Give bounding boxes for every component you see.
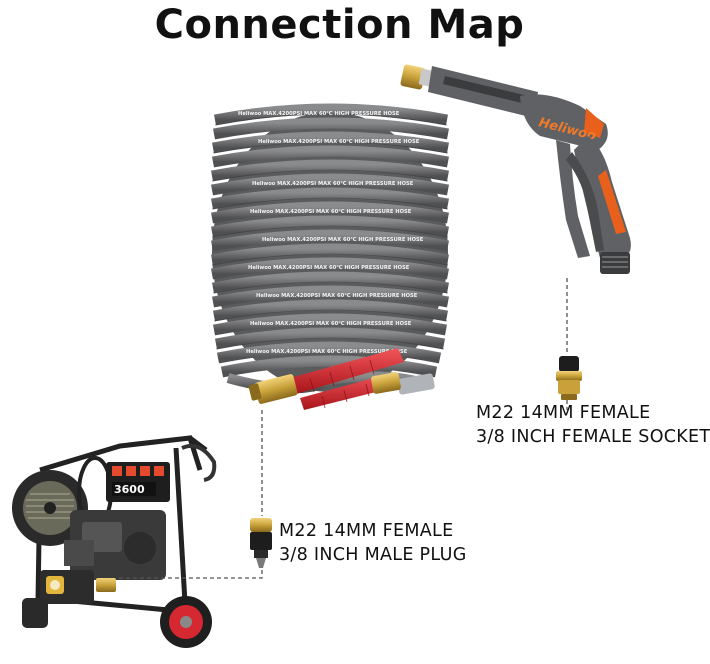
plug-connector-line1: M22 14MM FEMALE xyxy=(279,521,454,541)
red-sleeve xyxy=(290,348,404,394)
plug-to-machine-line xyxy=(118,570,263,579)
socket-connector-line1: M22 14MM FEMALE xyxy=(476,403,651,423)
gun-inlet-fitting xyxy=(600,252,630,274)
female-socket-connector xyxy=(556,356,582,400)
spray-gun: Heliwoo xyxy=(400,64,631,274)
machine-outlet-fitting xyxy=(96,578,116,592)
hose-coil: Heliwoo MAX.4200PSI MAX 60°C HIGH PRESSU… xyxy=(210,103,450,394)
svg-text:Heliwoo MAX.4200PSI MAX 60°C H: Heliwoo MAX.4200PSI MAX 60°C HIGH PRESSU… xyxy=(246,349,408,355)
male-plug-connector xyxy=(250,518,272,568)
machine-display-label: 3600 xyxy=(114,483,145,496)
quick-connect-fitting xyxy=(397,373,435,395)
svg-text:Heliwoo MAX.4200PSI MAX 60°C H: Heliwoo MAX.4200PSI MAX 60°C HIGH PRESSU… xyxy=(248,265,410,271)
svg-text:Heliwoo MAX.4200PSI MAX 60°C H: Heliwoo MAX.4200PSI MAX 60°C HIGH PRESSU… xyxy=(250,321,412,327)
page-title: Connection Map xyxy=(154,2,525,48)
hose-print-text: Heliwoo MAX.4200PSI MAX 60°C HIGH PRESSU… xyxy=(238,111,424,355)
svg-text:Heliwoo MAX.4200PSI MAX 60°C H: Heliwoo MAX.4200PSI MAX 60°C HIGH PRESSU… xyxy=(256,293,418,299)
plug-connector-label: M22 14MM FEMALE 3/8 INCH MALE PLUG xyxy=(279,519,467,567)
brass-fitting xyxy=(371,372,401,394)
socket-connector-label: M22 14MM FEMALE 3/8 INCH FEMALE SOCKET xyxy=(476,401,710,449)
svg-text:Heliwoo MAX.4200PSI MAX 60°C H: Heliwoo MAX.4200PSI MAX 60°C HIGH PRESSU… xyxy=(238,111,400,117)
brass-fitting xyxy=(254,374,298,404)
hose-end-fittings xyxy=(248,348,435,410)
socket-connector-line2: 3/8 INCH FEMALE SOCKET xyxy=(476,427,710,447)
svg-text:Heliwoo MAX.4200PSI MAX 60°C H: Heliwoo MAX.4200PSI MAX 60°C HIGH PRESSU… xyxy=(258,139,420,145)
plug-connector-line2: 3/8 INCH MALE PLUG xyxy=(279,545,467,565)
svg-text:Heliwoo MAX.4200PSI MAX 60°C H: Heliwoo MAX.4200PSI MAX 60°C HIGH PRESSU… xyxy=(250,209,412,215)
pressure-washer-machine: 3600 xyxy=(12,435,217,648)
svg-text:Heliwoo MAX.4200PSI MAX 60°C H: Heliwoo MAX.4200PSI MAX 60°C HIGH PRESSU… xyxy=(262,237,424,243)
connection-lines xyxy=(118,278,568,579)
connection-diagram: Heliwoo MAX.4200PSI MAX 60°C HIGH PRESSU… xyxy=(12,64,631,648)
svg-text:Heliwoo MAX.4200PSI MAX 60°C H: Heliwoo MAX.4200PSI MAX 60°C HIGH PRESSU… xyxy=(252,181,414,187)
